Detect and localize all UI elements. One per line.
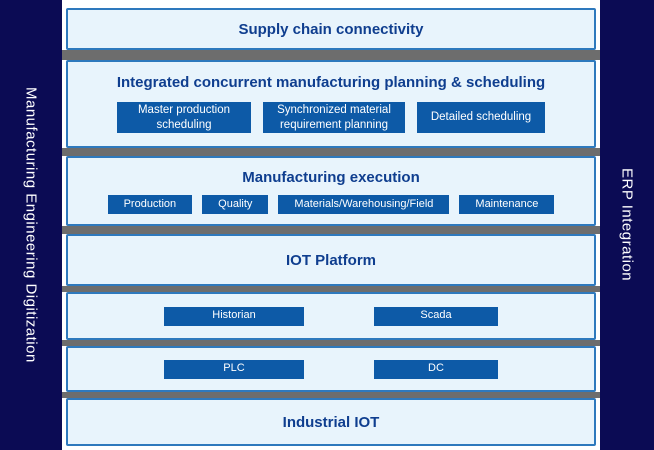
box-scada: Scada [374, 306, 498, 326]
right-sidebar: ERP Integration [600, 0, 654, 450]
divider [62, 226, 600, 234]
layer-title: Integrated concurrent manufacturing plan… [116, 74, 546, 91]
box-synchronized-material-requirement-planning: Synchronized material requirement planni… [263, 102, 405, 133]
execution-button-row: Production Quality Materials/Warehousing… [107, 195, 555, 214]
box-dc: DC [374, 359, 498, 379]
box-maintenance: Maintenance [459, 195, 555, 214]
layer-title: Manufacturing execution [242, 169, 420, 186]
plc-dc-row: PLC DC [164, 359, 498, 379]
layer-title: IOT Platform [285, 251, 376, 269]
layer-historian-scada: Historian Scada [66, 292, 596, 340]
box-production: Production [107, 195, 193, 214]
right-sidebar-label: ERP Integration [618, 168, 636, 282]
divider [62, 148, 600, 156]
left-sidebar-label: Manufacturing Engineering Digitization [22, 87, 40, 363]
layer-title: Supply chain connectivity [238, 20, 424, 38]
box-historian: Historian [164, 306, 304, 326]
layer-stack: Supply chain connectivity Integrated con… [62, 0, 600, 450]
divider [62, 50, 600, 60]
layer-supply-chain-connectivity: Supply chain connectivity [66, 8, 596, 50]
layer-industrial-iot: Industrial IOT [66, 398, 596, 446]
layer-plc-dc: PLC DC [66, 346, 596, 392]
divider [62, 392, 600, 398]
box-detailed-scheduling: Detailed scheduling [417, 102, 545, 133]
box-plc: PLC [164, 359, 304, 379]
layer-title: Industrial IOT [282, 413, 380, 431]
planning-button-row: Master production scheduling Synchronize… [117, 102, 545, 133]
box-materials-warehousing-field: Materials/Warehousing/Field [278, 195, 450, 214]
box-quality: Quality [202, 195, 269, 214]
divider [62, 340, 600, 346]
layer-planning-scheduling: Integrated concurrent manufacturing plan… [66, 60, 596, 148]
divider [62, 286, 600, 292]
box-master-production-scheduling: Master production scheduling [117, 102, 251, 133]
historian-scada-row: Historian Scada [164, 306, 498, 326]
layer-iot-platform: IOT Platform [66, 234, 596, 286]
left-sidebar: Manufacturing Engineering Digitization [0, 0, 62, 450]
layer-manufacturing-execution: Manufacturing execution Production Quali… [66, 156, 596, 226]
